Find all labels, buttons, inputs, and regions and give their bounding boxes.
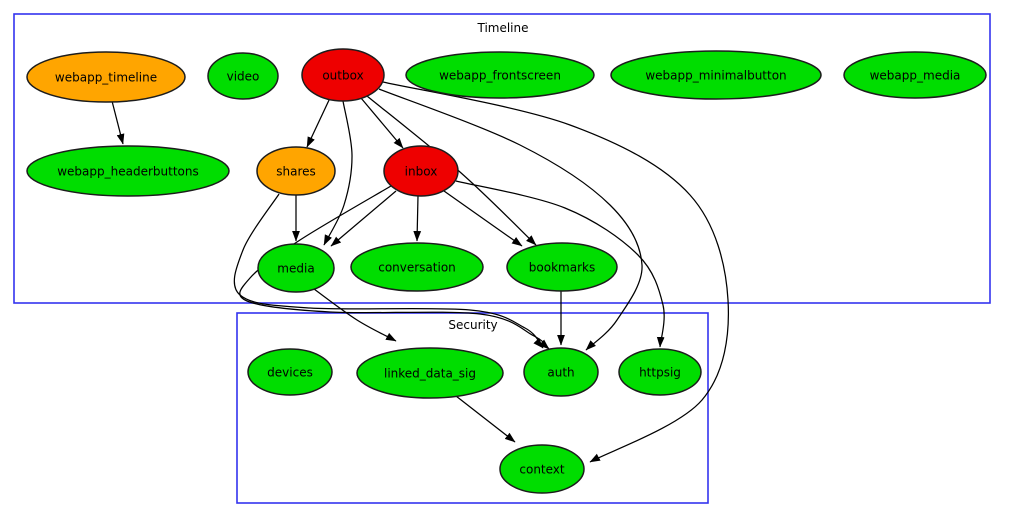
node-webapp_minimalbutton: webapp_minimalbutton [610,50,822,100]
edge-outbox-to-media [323,100,353,246]
edge-inbox-to-auth [239,185,550,350]
node-conversation-shape [350,242,484,292]
node-auth-label: auth [547,366,574,380]
node-webapp_media: webapp_media [843,51,987,99]
edge-linked_data_sig-to-context [455,395,516,443]
node-media-label: media [277,262,314,276]
node-inbox-label: inbox [405,165,438,179]
edge-inbox-to-bookmarks [443,190,523,247]
node-webapp_media-shape [843,51,987,99]
edge-outbox-to-auth [378,88,643,351]
node-webapp_timeline: webapp_timeline [26,51,186,103]
node-devices-shape [247,348,333,396]
edge-outbox-to-shares [306,97,331,148]
node-context-label: context [519,463,565,477]
node-media: media [257,243,335,293]
node-video-label: video [227,70,260,84]
node-media-shape [257,243,335,293]
edge-inbox-to-httpsig [455,180,665,348]
node-webapp_timeline-label: webapp_timeline [55,71,157,85]
node-httpsig: httpsig [618,348,702,396]
edge-outbox-to-context [382,81,729,463]
node-bookmarks-shape [506,242,618,292]
node-bookmarks-label: bookmarks [529,261,595,275]
node-webapp_headerbuttons: webapp_headerbuttons [26,145,230,197]
node-shares: shares [256,146,336,196]
node-inbox: inbox [383,145,459,197]
node-webapp_minimalbutton-shape [610,50,822,100]
node-conversation-label: conversation [378,261,456,275]
node-outbox-shape [301,48,385,102]
cluster-timeline-border [13,13,991,304]
node-shares-label: shares [276,165,316,179]
node-auth-shape [523,347,599,397]
node-video-shape [207,52,279,100]
edge-media-to-linked_data_sig [313,288,397,342]
node-auth: auth [523,347,599,397]
edge-outbox-to-inbox [360,97,404,149]
node-webapp_media-label: webapp_media [870,69,961,83]
node-outbox-label: outbox [322,69,363,83]
node-inbox-shape [383,145,459,197]
node-webapp_headerbuttons-label: webapp_headerbuttons [57,165,199,179]
edge-outbox-to-bookmarks [366,95,537,246]
cluster-timeline: Timeline [13,13,991,304]
node-video: video [207,52,279,100]
cluster-security: Security [236,312,709,504]
edge-inbox-to-media [330,190,397,247]
node-webapp_frontscreen: webapp_frontscreen [405,51,595,99]
cluster-security-border [236,312,709,504]
edge-shares-to-auth [233,193,544,349]
node-webapp_minimalbutton-label: webapp_minimalbutton [645,69,786,83]
edge-webapp_timeline-to-webapp_headerbuttons [111,100,125,145]
node-linked_data_sig-label: linked_data_sig [384,367,476,381]
node-conversation: conversation [350,242,484,292]
node-webapp_headerbuttons-shape [26,145,230,197]
node-linked_data_sig: linked_data_sig [356,347,504,399]
node-httpsig-label: httpsig [639,366,681,380]
cluster-security-label: Security [448,318,497,332]
node-devices-label: devices [267,366,313,380]
node-webapp_timeline-shape [26,51,186,103]
node-httpsig-shape [618,348,702,396]
edge-inbox-to-conversation [413,195,422,242]
cluster-timeline-label: Timeline [476,21,528,35]
node-context-shape [499,444,585,494]
node-webapp_frontscreen-label: webapp_frontscreen [439,69,561,83]
node-devices: devices [247,348,333,396]
node-context: context [499,444,585,494]
node-shares-shape [256,146,336,196]
node-linked_data_sig-shape [356,347,504,399]
node-outbox: outbox [301,48,385,102]
node-webapp_frontscreen-shape [405,51,595,99]
node-bookmarks: bookmarks [506,242,618,292]
